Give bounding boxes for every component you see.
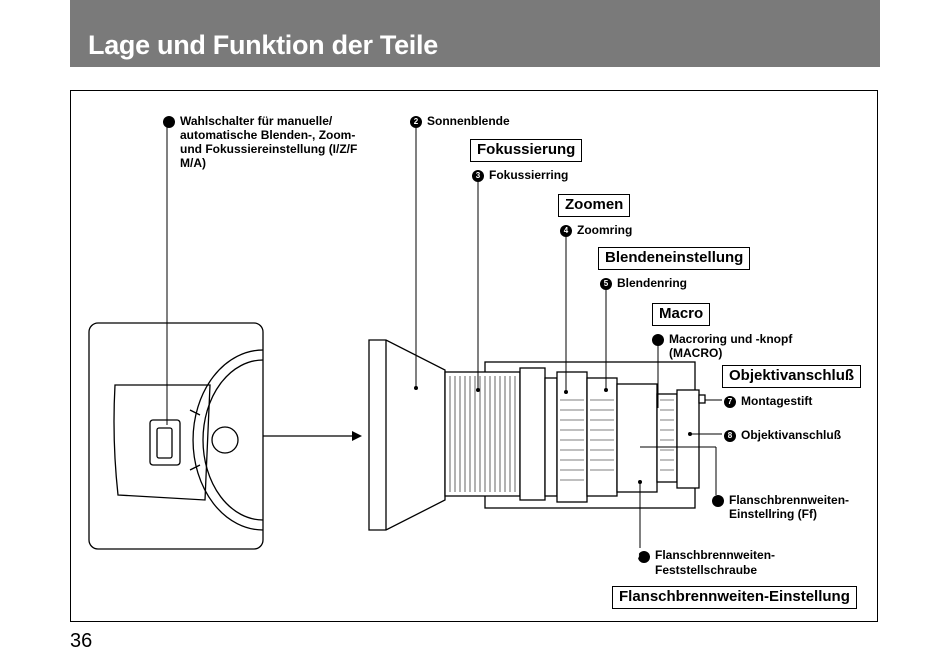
callout-text: M/A) xyxy=(180,156,206,170)
page-number: 36 xyxy=(70,630,93,652)
callout-text: Montagestift xyxy=(741,394,813,408)
callout-number: 10 xyxy=(632,551,650,563)
callout-text: Flanschbrennweiten- xyxy=(729,493,850,507)
callout-number: 7 xyxy=(724,396,736,408)
leader-lines xyxy=(166,126,722,548)
callout-text: (MACRO) xyxy=(669,346,723,360)
lens-ring-texture xyxy=(449,376,674,492)
section-macro: Macro xyxy=(652,303,711,326)
header-bar: Lage und Funktion der Teile xyxy=(70,0,880,67)
callout-text: Zoomring xyxy=(577,223,633,237)
callout-text: Einstellring (Ff) xyxy=(729,507,817,521)
callout-8: 8 Objektivanschluß xyxy=(724,428,841,442)
callout-text: Fokussierring xyxy=(489,168,569,182)
callout-text: Flanschbrennweiten- xyxy=(655,548,776,562)
callout-number: 4 xyxy=(560,225,572,237)
callout-text: Feststellschraube xyxy=(655,563,758,577)
page-title: Lage und Funktion der Teile xyxy=(88,30,438,60)
callout-3: 3 Fokussierring xyxy=(472,168,568,182)
callout-number: 6 xyxy=(647,334,664,346)
view-arrow xyxy=(263,431,362,441)
callout-number: 1 xyxy=(158,116,175,128)
callout-number: 9 xyxy=(707,495,724,507)
callout-2: 2 Sonnenblende xyxy=(410,114,510,128)
callout-number: 2 xyxy=(410,116,422,128)
callout-text: Wahlschalter für manuelle/ xyxy=(180,114,333,128)
callout-number: 5 xyxy=(600,278,612,290)
callout-number: 3 xyxy=(472,170,484,182)
lens-body xyxy=(368,339,706,531)
figure-frame xyxy=(70,90,878,622)
callout-4: 4 Zoomring xyxy=(560,223,632,237)
callout-text: Sonnenblende xyxy=(427,114,510,128)
callout-text: Macroring und -knopf xyxy=(669,332,793,346)
callout-text: Blendenring xyxy=(617,276,688,290)
leader-dots xyxy=(414,386,692,484)
switch-inset xyxy=(88,322,264,550)
section-mount: Objektivanschluß xyxy=(722,365,862,388)
callout-10: 10 Flanschbrennweiten- Feststellschraube xyxy=(632,548,776,577)
section-focus: Fokussierung xyxy=(470,139,583,162)
callout-number: 8 xyxy=(724,430,736,442)
callout-7: 7 Montagestift xyxy=(724,394,812,408)
section-zoom: Zoomen xyxy=(558,194,631,217)
callout-1: 1 Wahlschalter für manuelle/ automatische… xyxy=(158,114,358,170)
callout-text: und Fokussiereinstellung (I/Z/F xyxy=(180,142,358,156)
callout-5: 5 Blendenring xyxy=(600,276,687,290)
callout-9: 9 Flanschbrennweiten- Einstellring (Ff) xyxy=(707,493,850,521)
callout-text: Objektivanschluß xyxy=(741,428,842,442)
section-flange: Flanschbrennweiten-Einstellung xyxy=(612,586,857,609)
section-iris: Blendeneinstellung xyxy=(598,247,751,270)
callout-6: 6 Macroring und -knopf (MACRO) xyxy=(647,332,793,360)
callout-text: automatische Blenden-, Zoom- xyxy=(180,128,356,142)
